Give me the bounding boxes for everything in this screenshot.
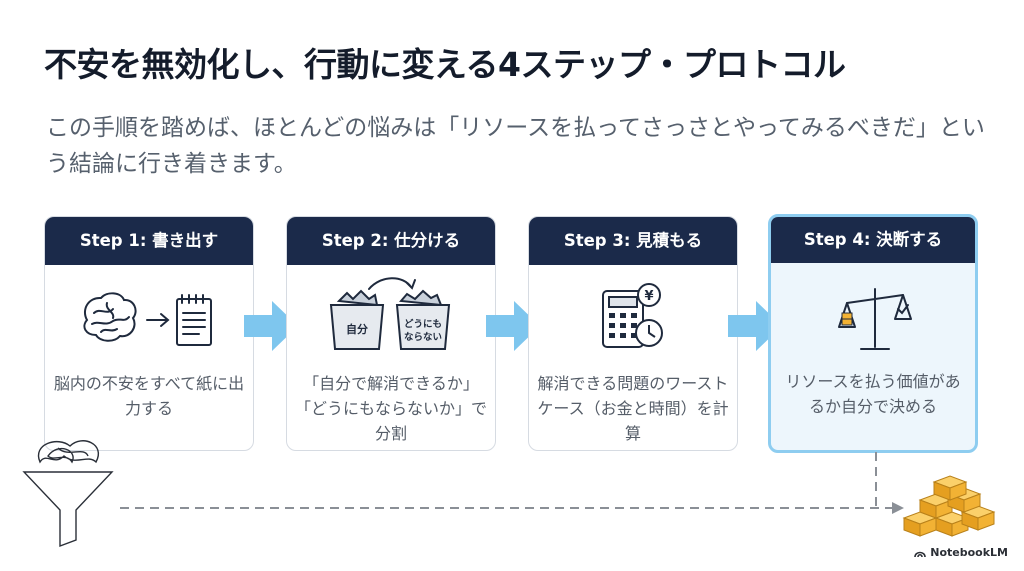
step-header: Step 4: 決断する (771, 217, 975, 263)
calculator-clock-icon: ¥ (602, 283, 663, 348)
step-description: 脳内の不安をすべて紙に出力する (53, 374, 245, 418)
dashed-connector (120, 452, 904, 514)
funnel-icon (22, 440, 114, 548)
right-arrow-icon (486, 301, 540, 351)
bin-label-self: 自分 (346, 322, 368, 336)
balance-scale-icon (838, 288, 912, 350)
gold-blocks-icon (902, 475, 996, 537)
step-card-2: Step 2: 仕分ける 自分 どうにも ならない 「自分で解消できるか」「どう… (286, 216, 496, 451)
step-card-3: Step 3: 見積もる ¥ 解消できる問題のワーストケース（お金と時間）を計算 (528, 216, 738, 451)
step-description: 解消できる問題のワーストケース（お金と時間）を計算 (537, 374, 729, 443)
page-title: 不安を無効化し、行動に変える4ステップ・プロトコル (44, 45, 846, 84)
step-card-4: Step 4: 決断する リソースを払う価値があるか自分で決める (768, 214, 978, 453)
step-description: 「自分で解消できるか」「どうにもならないか」で分割 (295, 374, 488, 443)
step-header: Step 3: 見積もる (529, 217, 737, 265)
right-arrow-icon (244, 301, 298, 351)
bin-label-uncontrollable-2: ならない (404, 332, 442, 343)
step-description: リソースを払う価値があるか自分で決める (785, 372, 961, 416)
brand-footer: NotebookLM (914, 546, 1008, 559)
sorting-bins-icon: 自分 どうにも ならない (329, 277, 451, 350)
step-header: Step 1: 書き出す (45, 217, 253, 265)
notebooklm-logo-icon (914, 551, 927, 557)
bin-label-uncontrollable-1: どうにも (404, 318, 442, 330)
brand-name: NotebookLM (930, 546, 1008, 559)
yen-symbol: ¥ (644, 289, 653, 304)
brain-to-notepad-icon (83, 292, 212, 346)
step-card-1: Step 1: 書き出す 脳内の不安をすべて紙に出力する (44, 216, 254, 451)
step-header: Step 2: 仕分ける (287, 217, 495, 265)
page-subtitle: この手順を踏めば、ほとんどの悩みは「リソースを払ってさっさとやってみるべきだ」と… (46, 115, 985, 177)
